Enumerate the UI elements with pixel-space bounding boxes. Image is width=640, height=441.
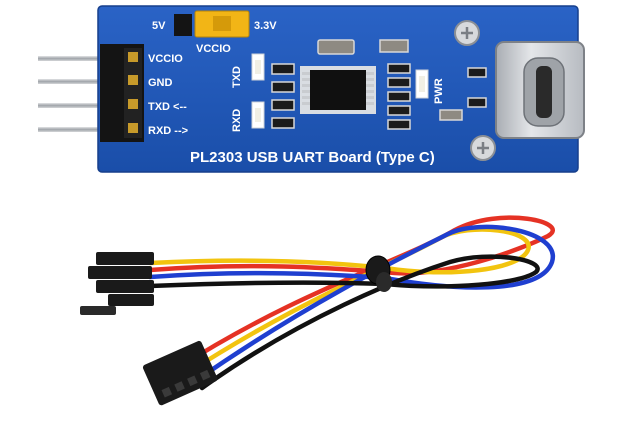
uart-board: VCCIO GND TXD <-- RXD --> 5V 3.3V VCCIO … [38, 5, 585, 173]
status-leds [251, 53, 429, 129]
mounting-screw-bottom [470, 135, 496, 161]
pl2303-chip [300, 66, 376, 114]
led-label-rxd: RXD [231, 109, 243, 132]
jumper-label-5v: 5V [152, 20, 166, 32]
led-label-txd: TXD [231, 66, 243, 88]
dupont-connector-4pin [142, 340, 218, 406]
jumper-label-vccio: VCCIO [196, 43, 231, 55]
pin-label-vccio: VCCIO [148, 53, 183, 65]
jumper-label-3v3: 3.3V [254, 20, 277, 32]
led-label-pwr: PWR [433, 78, 445, 104]
header-pins [38, 56, 102, 132]
smd-components [271, 39, 487, 130]
board-title: PL2303 USB UART Board (Type C) [190, 149, 435, 166]
jumper-cable [147, 215, 555, 391]
usb-c-port [495, 41, 585, 139]
voltage-jumper [174, 10, 250, 38]
pin-label-txd: TXD <-- [148, 101, 187, 113]
dupont-connectors-left [80, 252, 154, 315]
wire-black [147, 254, 540, 391]
pin-label-rxd: RXD --> [148, 125, 188, 137]
pin-label-gnd: GND [148, 77, 173, 89]
wire-red [147, 215, 555, 371]
mounting-screw-top [454, 20, 480, 46]
pin-header [100, 44, 144, 142]
wire-blue [147, 224, 555, 385]
cable-tie [365, 255, 392, 292]
